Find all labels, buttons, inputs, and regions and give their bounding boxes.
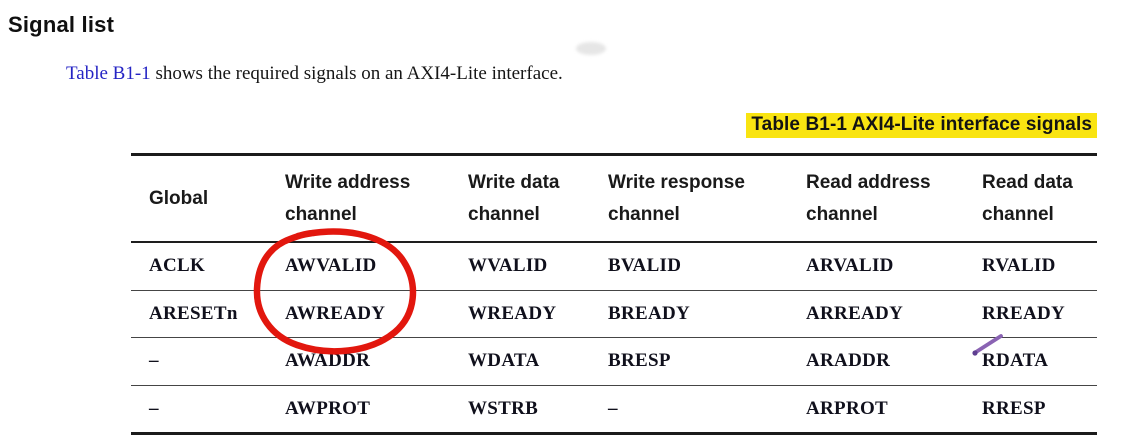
table-row: – AWPROT WSTRB – ARPROT RRESP xyxy=(131,386,1097,433)
table-row: ACLK AWVALID WVALID BVALID ARVALID RVALID xyxy=(131,243,1097,291)
table-cell: – xyxy=(608,397,618,419)
table-cell: ARPROT xyxy=(806,397,889,419)
column-header-label: Write address channel xyxy=(285,171,411,225)
column-header: Write data channel xyxy=(468,167,608,231)
table-cell: RVALID xyxy=(982,255,1056,277)
table-caption: Table B1-1 AXI4-Lite interface signals xyxy=(746,113,1097,138)
table-header-row: Global Write address channel Write data ch… xyxy=(131,156,1097,243)
table-cell: WSTRB xyxy=(468,397,539,419)
table-cell: AWPROT xyxy=(285,397,371,419)
table-cell: BVALID xyxy=(608,255,682,277)
table-cell: WVALID xyxy=(468,255,548,277)
table-cell: ACLK xyxy=(149,255,206,277)
table-row: – AWADDR WDATA BRESP ARADDR RDATA xyxy=(131,338,1097,386)
smudge-mark xyxy=(576,42,606,55)
table-row: ARESETn AWREADY WREADY BREADY ARREADY RREADY xyxy=(131,291,1097,338)
column-header-label: Read address channel xyxy=(806,171,931,225)
table-cell: ARESETn xyxy=(149,302,238,324)
intro-text: shows the required signals on an AXI4-Li… xyxy=(150,63,563,84)
table-cell: ARREADY xyxy=(806,302,904,324)
page-title: Signal list xyxy=(8,12,115,37)
intro-paragraph: Table B1-1 shows the required signals on… xyxy=(66,60,563,88)
table-cell: AWVALID xyxy=(285,255,377,277)
table-b1-1-link[interactable]: Table B1-1 xyxy=(66,63,151,84)
column-header-label: Write data channel xyxy=(468,171,560,225)
column-header: Read address channel xyxy=(806,167,982,231)
column-header: Global xyxy=(131,183,285,215)
column-header-label: Read data channel xyxy=(982,171,1073,225)
column-header-label: Global xyxy=(149,187,209,209)
table-cell: – xyxy=(149,350,159,372)
column-header: Write address channel xyxy=(285,167,468,231)
signals-table: Global Write address channel Write data ch… xyxy=(131,153,1097,435)
table-body: ACLK AWVALID WVALID BVALID ARVALID RVALID ARES… xyxy=(131,243,1097,432)
table-cell: WREADY xyxy=(468,302,557,324)
table-cell: WDATA xyxy=(468,350,540,372)
table-cell: RRESP xyxy=(982,397,1046,419)
column-header: Read data channel xyxy=(982,167,1097,231)
table-cell: BRESP xyxy=(608,350,671,372)
table-cell: BREADY xyxy=(608,302,691,324)
table-cell: RDATA xyxy=(982,350,1049,372)
table-cell: ARADDR xyxy=(806,350,891,372)
table-cell: AWREADY xyxy=(285,302,386,324)
column-header-label: Write response channel xyxy=(608,171,745,225)
column-header: Write response channel xyxy=(608,167,806,231)
table-cell: – xyxy=(149,397,159,419)
table-cell: ARVALID xyxy=(806,255,894,277)
table-cell: AWADDR xyxy=(285,350,371,372)
table-cell: RREADY xyxy=(982,302,1066,324)
